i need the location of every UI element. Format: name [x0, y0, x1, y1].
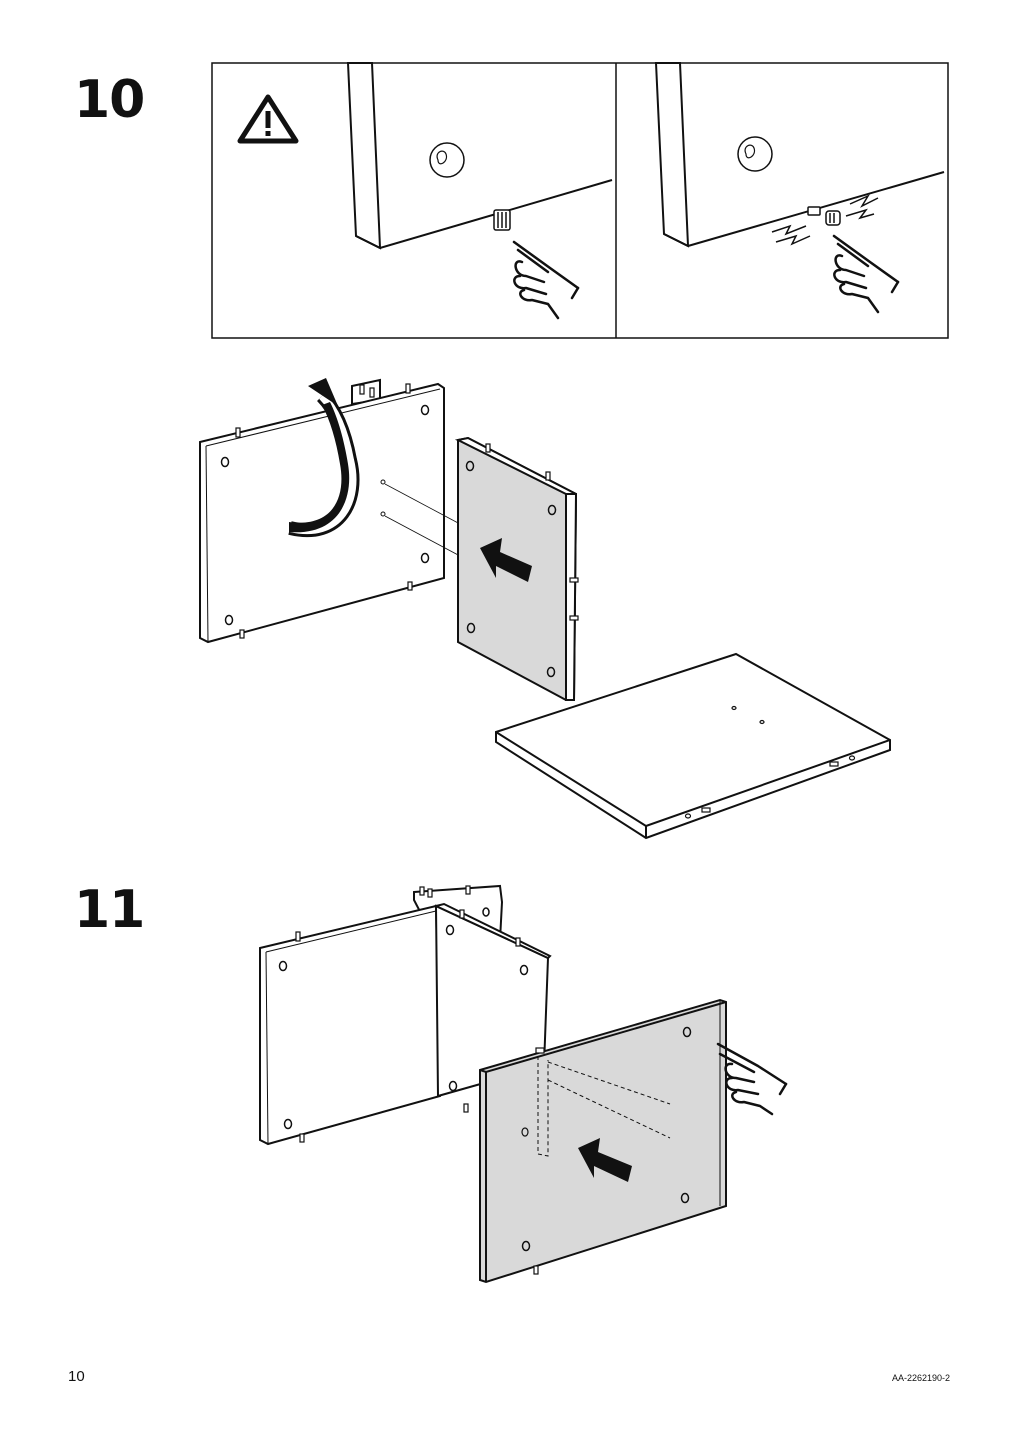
- pressing-hand-icon: [832, 234, 900, 314]
- step-number-11: 11: [74, 880, 145, 940]
- side-panel-left: [199, 382, 445, 644]
- side-panel-left: [259, 904, 442, 1146]
- detail-frame: [211, 62, 949, 339]
- detail-panel-right: [654, 62, 945, 248]
- pressing-hand-icon: [512, 240, 580, 320]
- pressing-hand-icon: [716, 1042, 788, 1116]
- step-number-10: 10: [74, 70, 145, 130]
- page-number: 10: [68, 1368, 85, 1385]
- dowel: [493, 209, 511, 231]
- hidden-edge-lines: [537, 1056, 671, 1157]
- divider-panel: [433, 902, 552, 1113]
- push-arrow-icon: [480, 538, 532, 582]
- document-code: AA-2262190-2: [891, 1373, 950, 1383]
- rotate-arrow-icon: [288, 378, 360, 537]
- back-panel-highlighted: [479, 998, 727, 1284]
- broken-dowel: [771, 194, 879, 246]
- push-arrow-icon: [578, 1138, 632, 1182]
- guide-lines: [384, 483, 461, 557]
- bottom-panel: [495, 652, 891, 840]
- warning-triangle-icon: [237, 94, 299, 144]
